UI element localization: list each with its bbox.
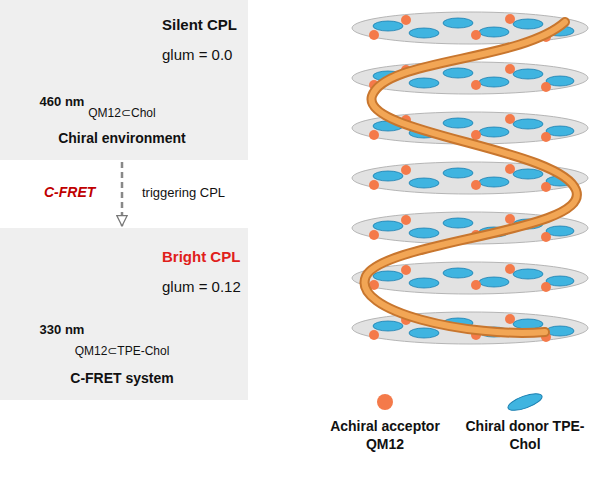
dashed-arrow xyxy=(121,162,124,226)
helix xyxy=(365,22,577,333)
process-note: triggering CPL xyxy=(140,185,227,201)
dissymmetry-value: glum = 0.12 xyxy=(162,278,241,296)
wavelength: 330 nm xyxy=(40,322,85,338)
legend-text: Chiral donor TPE-Chol xyxy=(458,418,592,453)
sample-name: QM12⊂Chol xyxy=(88,106,155,120)
wavelength: 460 nm xyxy=(40,94,85,110)
panel: Silent CPL glum = 0.0 460 nmQM12⊂CholChira… xyxy=(0,0,248,160)
panel: Bright CPL glum = 0.12 330 nm QM12⊂TPE-Chol… xyxy=(0,228,248,400)
panel-caption: Chiral environment xyxy=(58,130,186,147)
dissymmetry-value: glum = 0.0 xyxy=(162,46,232,64)
legend-sample xyxy=(377,394,393,410)
status-title: Silent CPL xyxy=(162,16,237,34)
sample-name: QM12⊂TPE-Chol xyxy=(75,344,170,358)
layer-stack xyxy=(352,12,588,344)
legend-sample xyxy=(506,390,544,414)
legend-text: Achiral acceptor QM12 xyxy=(318,418,452,453)
panel-caption: C-FRET system xyxy=(70,370,173,387)
edge-label: C-FRET xyxy=(42,184,97,201)
status-title: Bright CPL xyxy=(162,248,240,266)
